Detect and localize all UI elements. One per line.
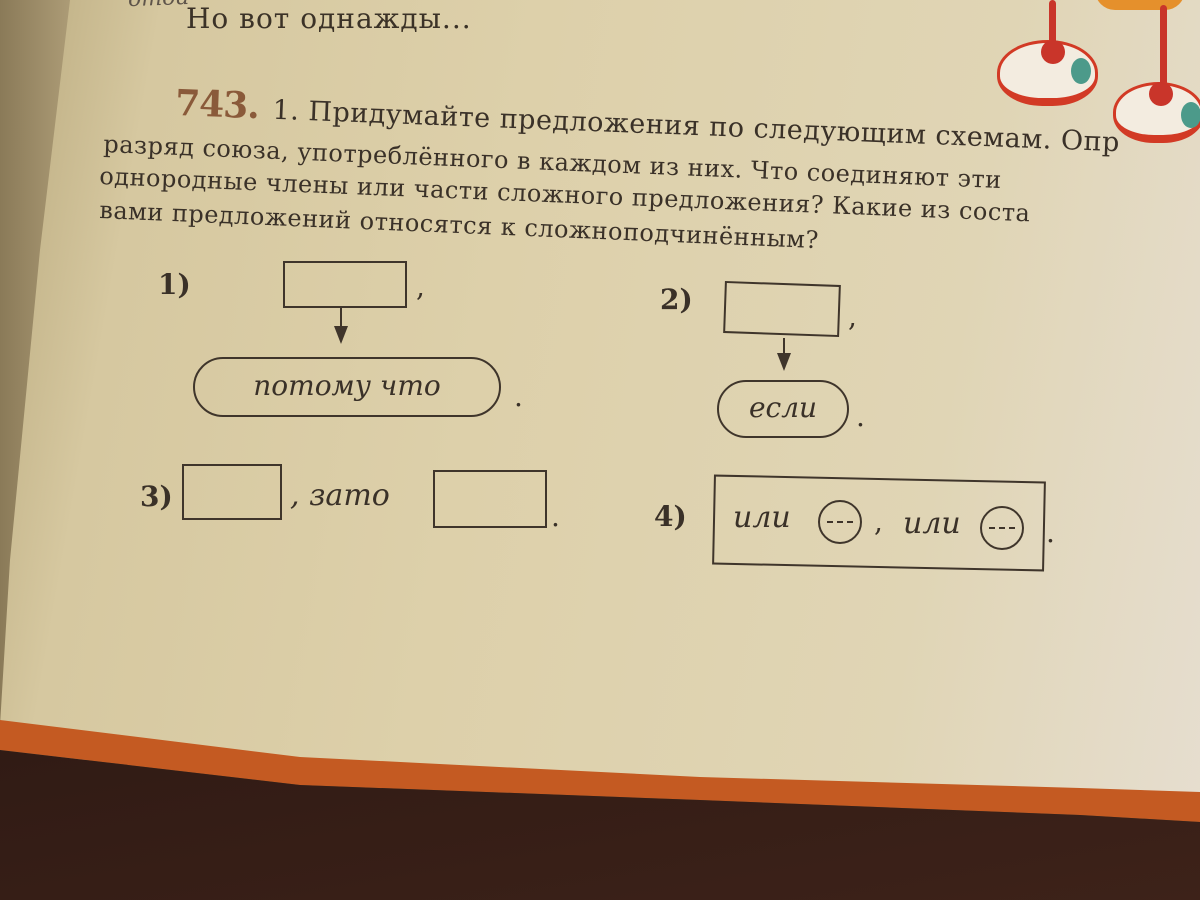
scheme-3-first-clause-box [182,464,282,520]
story-closing-line: Но вот однажды... [186,2,472,35]
scheme-4-label: 4) [654,500,687,533]
scheme-1-label: 1) [158,268,191,301]
scheme-3-second-clause-box [433,470,547,528]
scheme-2-label: 2) [660,283,693,316]
scheme-1-arrow [340,308,342,328]
scheme-3-connector: , зато [290,478,390,513]
scheme-4-period: . [1046,516,1055,549]
scheme-2-main-clause-box [723,280,841,338]
story-fragment: отда [128,0,190,12]
homogeneous-member-circle-icon [980,506,1024,550]
cartoon-character-feet-illustration [985,0,1200,150]
scheme-4-comma: , [874,505,883,538]
arrow-down-icon [777,353,791,371]
scheme-2-comma: , [848,300,857,333]
scheme-4-word-1: или [733,500,791,535]
scheme-4-word-2: или [903,506,961,541]
scheme-1-period: . [514,380,523,413]
scheme-1-comma: , [416,270,425,303]
scheme-2-arrow [783,338,785,356]
scheme-3-period: . [551,500,560,533]
homogeneous-member-circle-icon [818,500,862,544]
scheme-1-conjunction-pill: потому что [193,357,501,417]
exercise-number: 743. [174,82,260,128]
scheme-2-period: . [856,400,865,433]
arrow-down-icon [334,326,348,344]
scheme-3-label: 3) [140,480,173,513]
scheme-2-conjunction-pill: если [717,380,849,438]
scheme-1-main-clause-box [283,261,407,308]
